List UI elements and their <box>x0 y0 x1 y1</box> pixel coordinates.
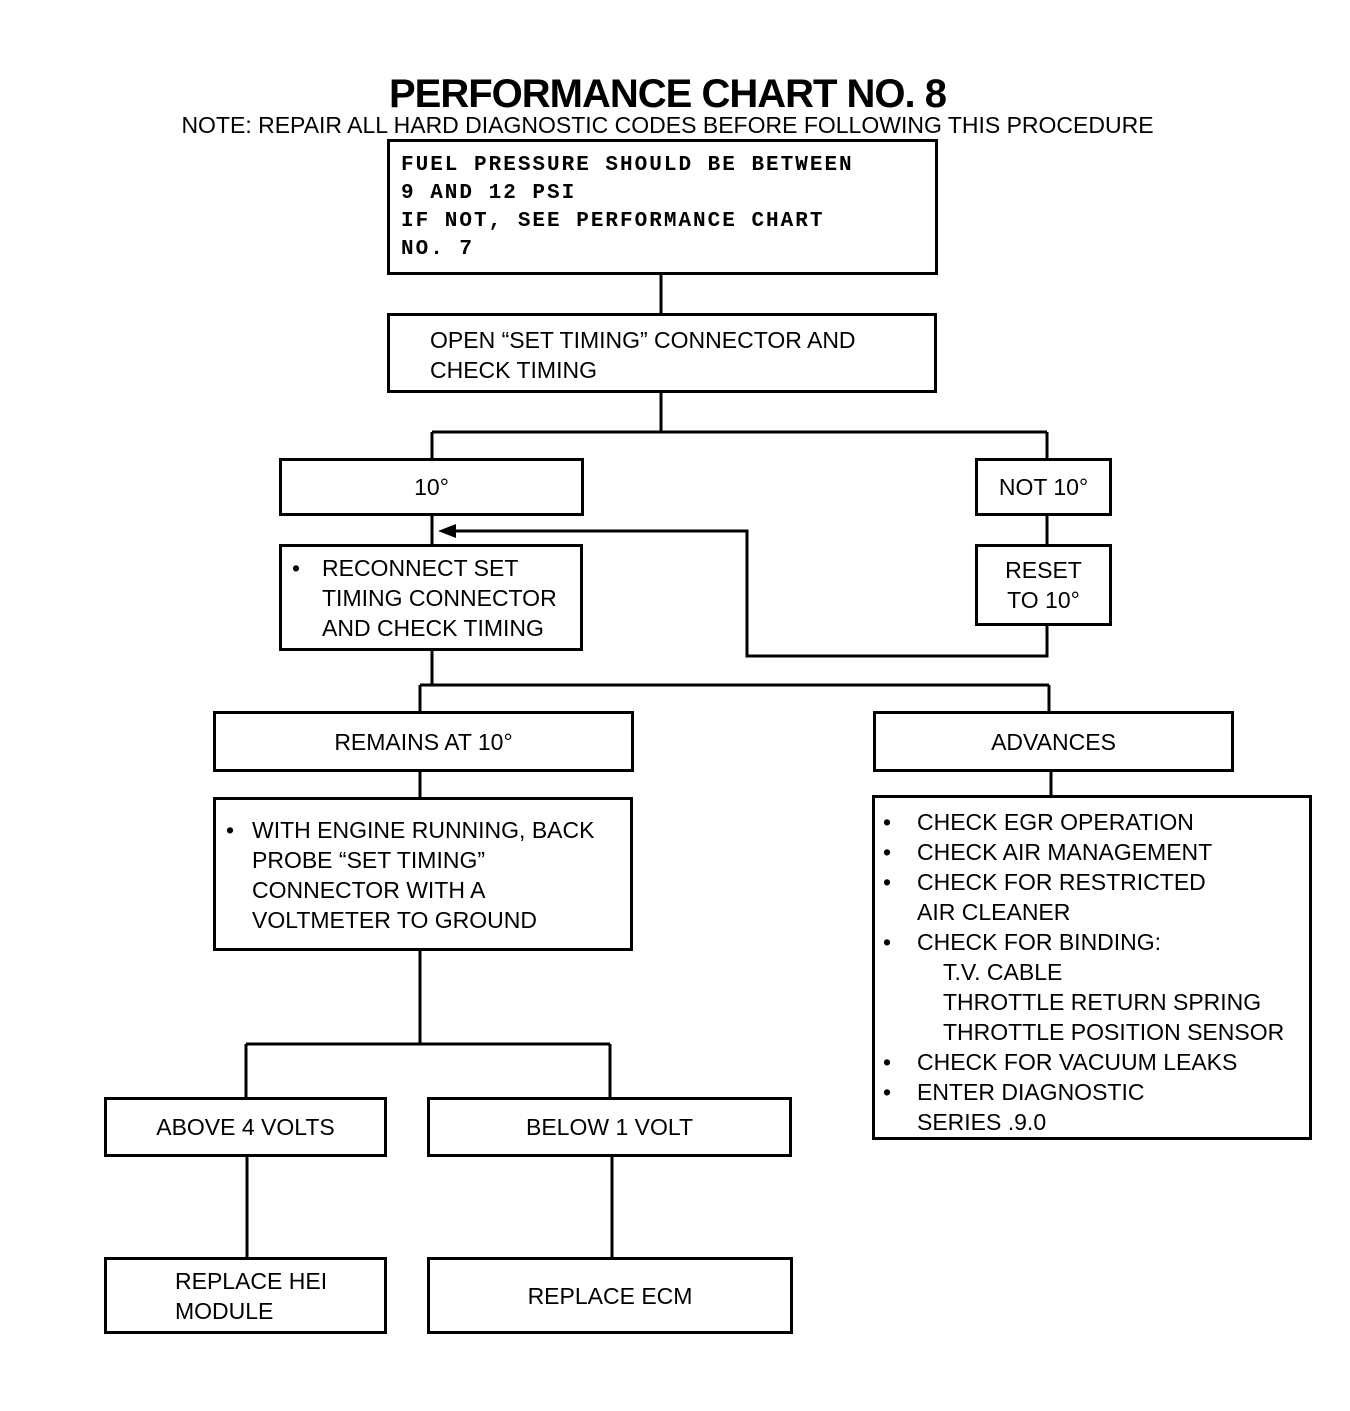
check-restricted-text: CHECK FOR RESTRICTED <box>917 869 1206 895</box>
arrowhead-loop <box>438 524 456 538</box>
replace-ecm-label: REPLACE ECM <box>527 1282 693 1309</box>
below-label: BELOW 1 VOLT <box>525 1114 693 1140</box>
check-vacuum-text: CHECK FOR VACUUM LEAKS <box>917 1049 1238 1075</box>
bullet: • <box>883 809 892 835</box>
check-item: • CHECK EGR OPERATION <box>883 807 1309 837</box>
replace-hei-box: REPLACE HEI MODULE <box>104 1257 387 1334</box>
replace-ecm-box: REPLACE ECM <box>427 1257 793 1334</box>
connector-reset-loop <box>452 529 1049 658</box>
probe-line: WITH ENGINE RUNNING, BACK <box>252 817 595 843</box>
bullet: • <box>292 555 301 581</box>
fuel-line: FUEL PRESSURE SHOULD BE BETWEEN <box>401 154 854 177</box>
ten-degrees-label: 10° <box>414 474 449 500</box>
binding-sub-item: THROTTLE POSITION SENSOR <box>943 1019 1285 1045</box>
checks-box: • CHECK EGR OPERATION • CHECK AIR MANAGEME… <box>872 795 1312 1140</box>
ten-degrees-box: 10° <box>279 458 584 516</box>
check-diagnostic-cont: SERIES .9.0 <box>917 1109 1047 1135</box>
not-ten-degrees-box: NOT 10° <box>975 458 1112 516</box>
reconnect-line: AND CHECK TIMING <box>322 615 544 641</box>
check-air-text: CHECK AIR MANAGEMENT <box>917 839 1213 865</box>
above-4-volts-box: ABOVE 4 VOLTS <box>104 1097 387 1157</box>
chart-note: NOTE: REPAIR ALL HARD DIAGNOSTIC CODES B… <box>181 112 1154 138</box>
fuel-pressure-box: FUEL PRESSURE SHOULD BE BETWEEN 9 AND 12… <box>387 139 938 275</box>
timing-line: CHECK TIMING <box>430 357 597 383</box>
advances-label: ADVANCES <box>991 728 1116 755</box>
check-restricted-cont: AIR CLEANER <box>917 899 1071 925</box>
fuel-line: NO. 7 <box>401 238 475 261</box>
remains-box: REMAINS AT 10° <box>213 711 634 772</box>
replace-hei-line: REPLACE HEI <box>175 1268 328 1294</box>
bullet: • <box>226 817 235 843</box>
check-item: • ENTER DIAGNOSTIC SERIES .9.0 <box>883 1077 1309 1137</box>
binding-sub-item: T.V. CABLE <box>943 959 1063 985</box>
advances-box: ADVANCES <box>873 711 1234 772</box>
bullet: • <box>883 839 892 865</box>
bullet: • <box>883 1049 892 1075</box>
fuel-line: IF NOT, SEE PERFORMANCE CHART <box>401 210 825 233</box>
probe-line: VOLTMETER TO GROUND <box>252 907 537 933</box>
chart-title: PERFORMANCE CHART NO. 8 <box>388 72 947 116</box>
check-item: • CHECK FOR BINDING: <box>883 927 1309 957</box>
check-item: • CHECK FOR RESTRICTED AIR CLEANER <box>883 867 1309 927</box>
check-egr-text: CHECK EGR OPERATION <box>917 809 1194 835</box>
check-binding-text: CHECK FOR BINDING: <box>917 929 1162 955</box>
fuel-line: 9 AND 12 PSI <box>401 182 577 205</box>
reset-line: TO 10° <box>1007 587 1080 613</box>
timing-line: OPEN “SET TIMING” CONNECTOR AND <box>430 327 856 353</box>
below-1-volt-box: BELOW 1 VOLT <box>427 1097 792 1157</box>
reset-box: RESET TO 10° <box>975 544 1112 626</box>
back-probe-box: • WITH ENGINE RUNNING, BACK PROBE “SET T… <box>213 797 633 951</box>
reconnect-box: • RECONNECT SET TIMING CONNECTOR AND CHE… <box>279 544 583 651</box>
not-ten-degrees-label: NOT 10° <box>998 474 1089 500</box>
probe-line: CONNECTOR WITH A <box>252 877 486 903</box>
bullet: • <box>883 1079 892 1105</box>
reconnect-line: TIMING CONNECTOR <box>322 585 557 611</box>
check-timing-box: OPEN “SET TIMING” CONNECTOR AND CHECK TI… <box>387 313 937 393</box>
probe-line: PROBE “SET TIMING” <box>252 847 486 873</box>
bullet: • <box>883 929 892 955</box>
check-diagnostic-text: ENTER DIAGNOSTIC <box>917 1079 1145 1105</box>
check-item: • CHECK FOR VACUUM LEAKS <box>883 1047 1309 1077</box>
bullet: • <box>883 869 892 895</box>
reconnect-line: RECONNECT SET <box>322 555 519 581</box>
check-item: • CHECK AIR MANAGEMENT <box>883 837 1309 867</box>
reset-line: RESET <box>1005 557 1082 583</box>
above-label: ABOVE 4 VOLTS <box>156 1114 335 1140</box>
replace-hei-line: MODULE <box>175 1298 274 1324</box>
remains-label: REMAINS AT 10° <box>334 728 513 755</box>
binding-sub-item: THROTTLE RETURN SPRING <box>943 989 1262 1015</box>
